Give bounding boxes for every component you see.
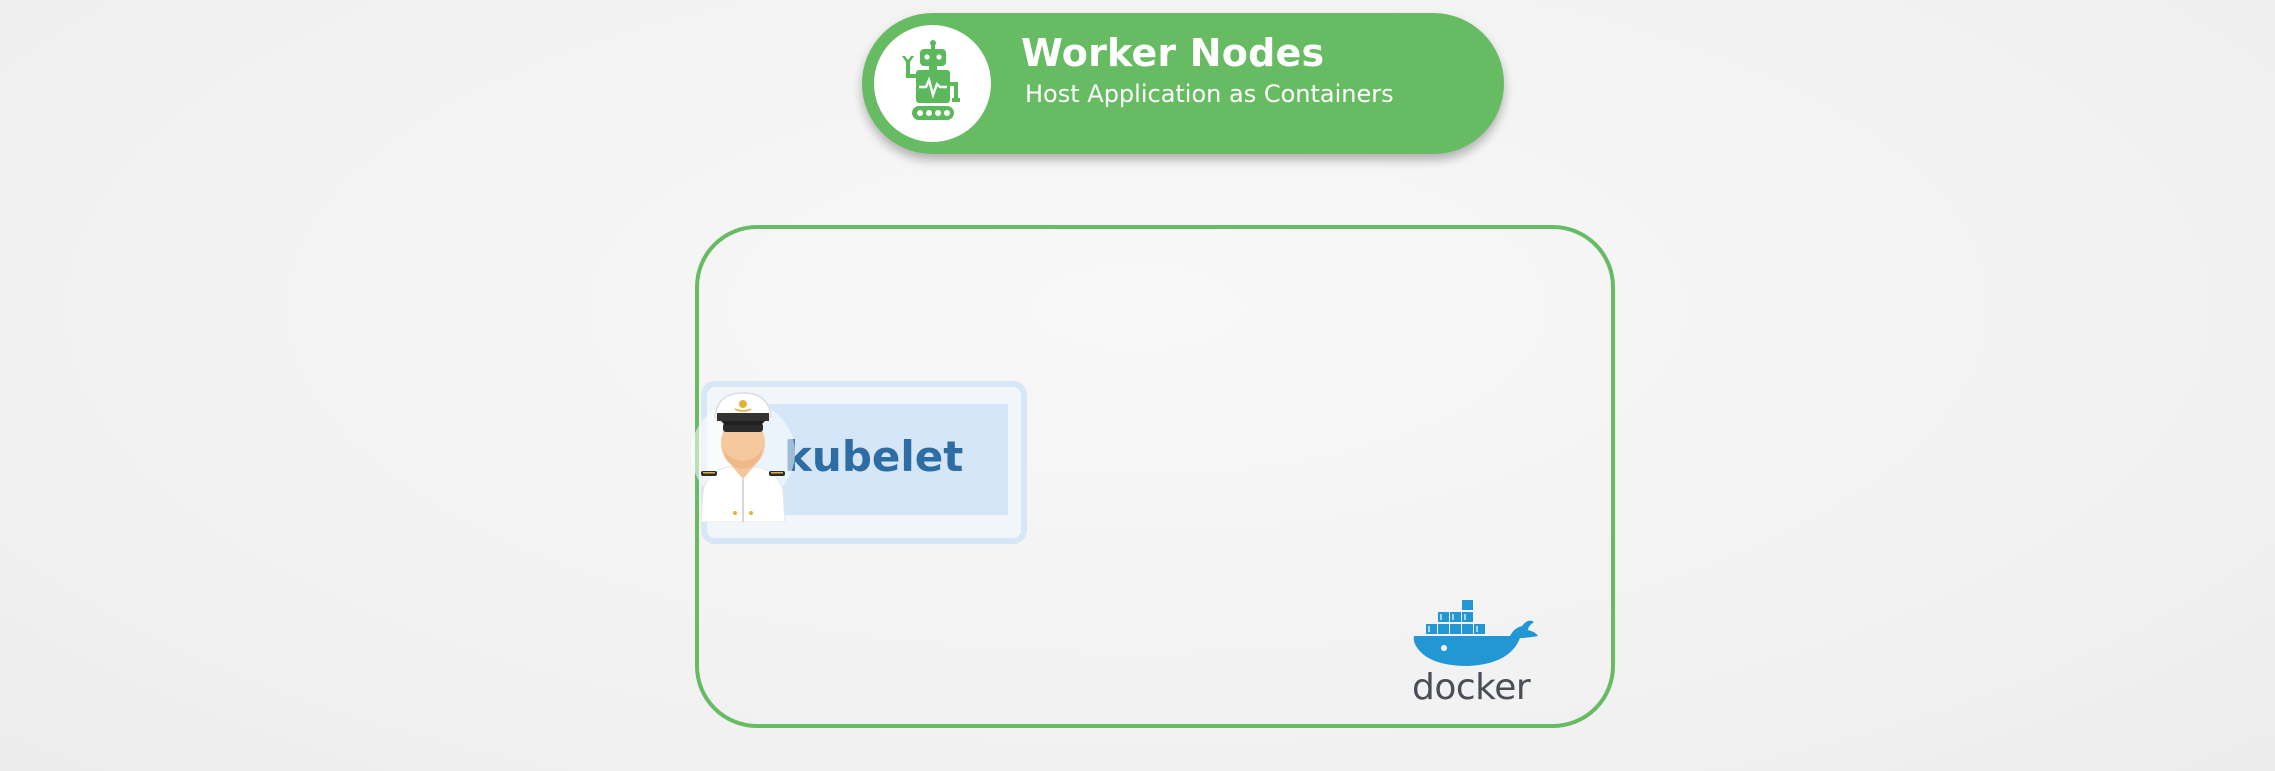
header-subtitle: Host Application as Containers — [1025, 80, 1394, 108]
header-title: Worker Nodes — [1021, 31, 1325, 75]
docker-label: docker — [1412, 667, 1531, 708]
header-icon-circle — [874, 25, 991, 142]
kubelet-label: kubelet — [784, 432, 964, 481]
worker-nodes-header: Worker Nodes Host Application as Contain… — [862, 13, 1504, 154]
ship-captain-icon — [691, 392, 795, 522]
robot-icon — [902, 40, 960, 120]
docker-whale-icon — [1413, 600, 1538, 666]
